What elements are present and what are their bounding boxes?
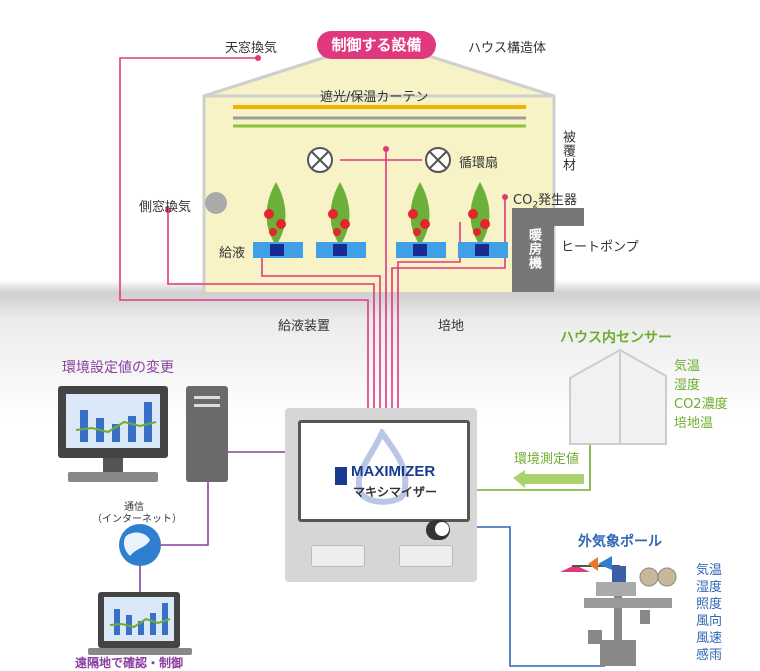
measurement-label: 環境測定値: [514, 452, 580, 467]
weather-item: 風向: [696, 614, 723, 629]
inside-sensor-list: 気温 湿度 CO2濃度 培地温: [674, 357, 728, 433]
inside-sensor-item: 気温: [674, 359, 701, 374]
pot-icon: [413, 244, 427, 256]
comm-label-2: （インターネット）: [92, 514, 182, 525]
pot-icon: [475, 244, 489, 256]
controller-brand: MAXIMIZER: [351, 463, 436, 480]
feed-device-label: 給液装置: [278, 319, 331, 334]
weather-item: 湿度: [696, 580, 723, 595]
bar-chart-icon: [75, 402, 157, 442]
weather-item: 感雨: [696, 648, 723, 663]
controller-button-left[interactable]: [311, 545, 365, 567]
laptop-base: [88, 648, 192, 655]
feed-label: 給液: [219, 246, 246, 261]
inside-sensor-item: 湿度: [674, 378, 701, 393]
globe-icon: [119, 524, 161, 566]
line-feed: [261, 249, 381, 408]
line-roof-vent: [119, 57, 369, 408]
arrow-measurement: [513, 470, 584, 488]
comm-label-1: 通信: [124, 502, 144, 513]
medium-label: 培地: [438, 319, 465, 334]
line-net: [161, 482, 209, 546]
remote-label: 遠隔地で確認・制御: [75, 656, 184, 670]
cover-label: 被覆材: [560, 130, 575, 172]
pot-icon: [333, 244, 347, 256]
flame-icon: [355, 429, 409, 505]
pc-change-label: 環境設定値の変更: [62, 360, 174, 376]
controller-screen: MAXIMIZER マキシマイザー: [298, 420, 470, 522]
diagram-title: 制御する設備: [317, 31, 436, 59]
line-co2: [391, 197, 506, 408]
keyboard: [68, 472, 158, 482]
fan-icon: [307, 147, 333, 173]
heatpump-label: ヒートポンプ: [561, 240, 639, 255]
inside-sensor-item: CO2濃度: [674, 397, 728, 412]
tomato-plant-icon: [328, 182, 350, 244]
monitor-screen: [66, 394, 160, 448]
line-sensor: [477, 445, 591, 491]
tomato-plant-icon: [468, 182, 490, 244]
roof-vent-label: 天窓換気: [225, 41, 278, 56]
inside-sensor-title: ハウス内センサー: [560, 330, 672, 346]
fan-icon: [425, 147, 451, 173]
monitor-stand: [103, 458, 123, 472]
pot-icon: [270, 244, 284, 256]
tomato-plant-icon: [264, 182, 286, 244]
line-side-vent: [167, 210, 375, 408]
controller-knob[interactable]: [426, 520, 450, 540]
weather-pole-list: 気温 湿度 照度 風向 風速 感雨: [696, 562, 722, 664]
side-vent-icon: [205, 192, 227, 214]
heater-unit: 暖房機: [512, 222, 554, 292]
curtain-label: 遮光/保温カーテン: [320, 90, 429, 105]
bar-chart-icon: [109, 603, 171, 635]
fan-label: 循環扇: [459, 156, 499, 171]
co2-generator: [512, 208, 584, 226]
weather-item: 気温: [696, 563, 723, 578]
structure-label: ハウス構造体: [468, 41, 547, 56]
controller-brand-ja: マキシマイザー: [353, 485, 438, 499]
priva-badge-icon: [335, 467, 347, 485]
line-pole: [477, 526, 605, 667]
pc-tower[interactable]: [186, 386, 228, 482]
co2-label: CO2発生器: [513, 193, 578, 211]
sensor-box-icon: [569, 348, 667, 445]
inside-sensor-item: 培地温: [674, 416, 714, 431]
heater-label: 暖房機: [526, 228, 541, 270]
weather-item: 照度: [696, 597, 723, 612]
weather-pole-icon: [560, 556, 677, 666]
laptop-screen: [104, 597, 174, 641]
controller-button-right[interactable]: [399, 545, 453, 567]
weather-pole-title: 外気象ポール: [578, 534, 662, 550]
weather-item: 風速: [696, 631, 723, 646]
tomato-plant-icon: [408, 182, 430, 244]
side-vent-label: 側窓換気: [139, 200, 192, 215]
